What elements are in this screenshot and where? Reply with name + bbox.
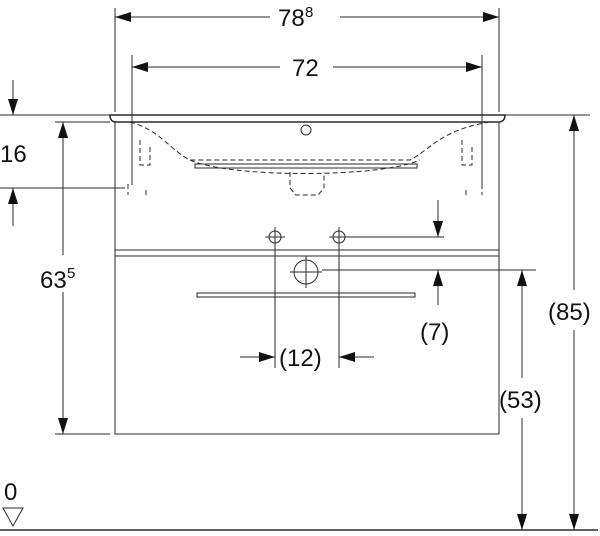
floor-level-marker-icon (2, 507, 24, 528)
arrow-right-12 (259, 352, 275, 362)
dim-floor-to-cabinet: (53) (499, 387, 542, 414)
dim-cabinet-height-sup: 5 (67, 265, 75, 282)
arrow-up-16 (8, 188, 18, 204)
basin-wall-brackets (127, 184, 483, 195)
arrow-left-78 (115, 12, 131, 22)
dim-total-width: 78 (278, 5, 305, 32)
arrow-up-85 (569, 115, 579, 131)
dim-basin-height: 16 (0, 141, 27, 168)
arrow-right-72 (466, 62, 482, 72)
arrow-up-53 (517, 270, 527, 286)
dim-cabinet-height: 63 (40, 267, 67, 294)
arrow-left-12 (339, 352, 355, 362)
drawer-handle (196, 292, 416, 298)
floor-level-label: 0 (4, 479, 17, 506)
arrow-down-7 (433, 221, 443, 237)
dim-total-width-sup: 8 (305, 4, 313, 21)
dim-drain-offset: (7) (420, 319, 449, 346)
arrow-left-72 (132, 62, 148, 72)
dim-tap-spacing: (12) (279, 345, 322, 372)
arrow-up-635 (58, 122, 68, 138)
arrow-down-85 (569, 514, 579, 530)
basin-drain (289, 172, 325, 196)
arrow-down-635 (58, 418, 68, 434)
basin-bowl-outline (129, 121, 491, 161)
basin-left-bracket (139, 140, 151, 166)
arrow-up-7 (433, 270, 443, 286)
basin-front-handle (194, 163, 418, 169)
dim-basin-width: 72 (292, 55, 319, 82)
arrow-down-16 (8, 99, 18, 115)
cabinet-body (114, 121, 500, 435)
dim-overall-height: (85) (548, 299, 591, 326)
basin-top (109, 114, 506, 123)
basin-bottom-curve (189, 159, 421, 174)
arrow-down-53 (517, 514, 527, 530)
arrow-right-78 (483, 12, 499, 22)
basin-right-bracket (461, 140, 473, 166)
tap-hole (300, 124, 312, 136)
